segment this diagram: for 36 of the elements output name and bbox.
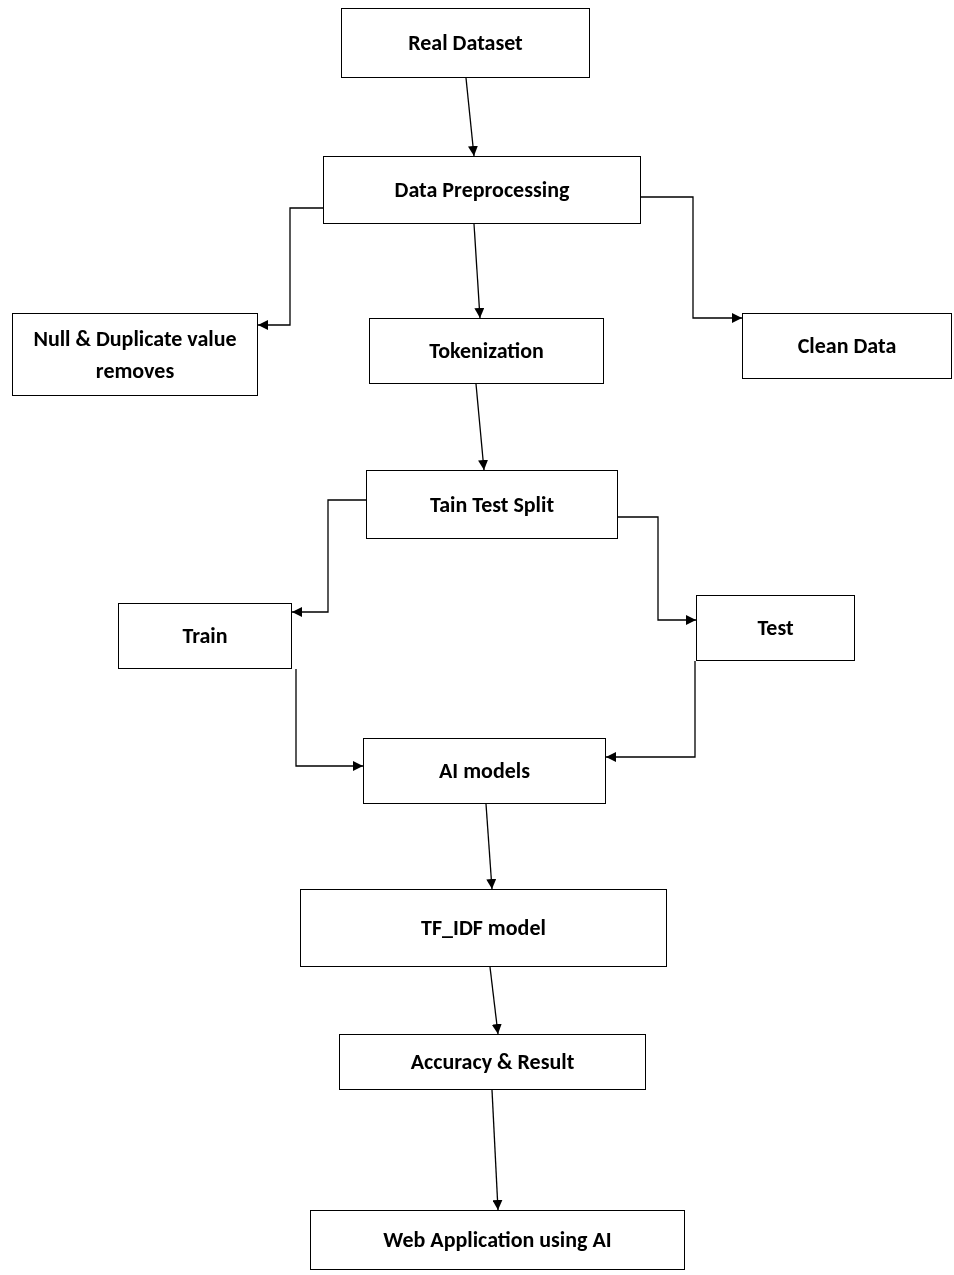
process-box [366,470,618,539]
process-box [363,738,606,804]
box-label: Tokenization [429,336,544,366]
box-label: Web Application using AI [383,1225,612,1255]
arrow [605,660,696,762]
process-box [118,603,292,669]
box-label: Tain Test Split [429,489,555,520]
box-label: Real Dataset [408,28,523,58]
process-box [369,318,604,384]
arrow [617,516,697,625]
arrow [485,803,497,890]
box-label: Clean Data [797,331,897,361]
arrow [475,383,489,471]
box-label: Data Preprocessing [394,175,570,205]
process-box [339,1034,646,1090]
arrow [640,196,743,323]
process-box [300,889,667,967]
process-box [310,1210,685,1270]
process-box [742,313,952,379]
process-box [12,313,258,396]
box-label: Null & Duplicate value removes [32,323,238,386]
arrow [489,966,502,1035]
arrow [291,499,367,617]
process-box [341,8,590,78]
arrow [465,77,478,157]
box-label: Accuracy & Result [410,1047,575,1077]
arrow [257,207,324,330]
arrow [491,1089,503,1211]
arrow [473,223,485,319]
box-label: AI models [439,756,530,786]
box-label: Test [757,613,794,643]
box-label: Train [182,621,228,651]
box-label: TF_IDF model [421,913,546,943]
process-box [323,156,641,224]
arrow [295,668,364,771]
process-box [696,595,855,661]
